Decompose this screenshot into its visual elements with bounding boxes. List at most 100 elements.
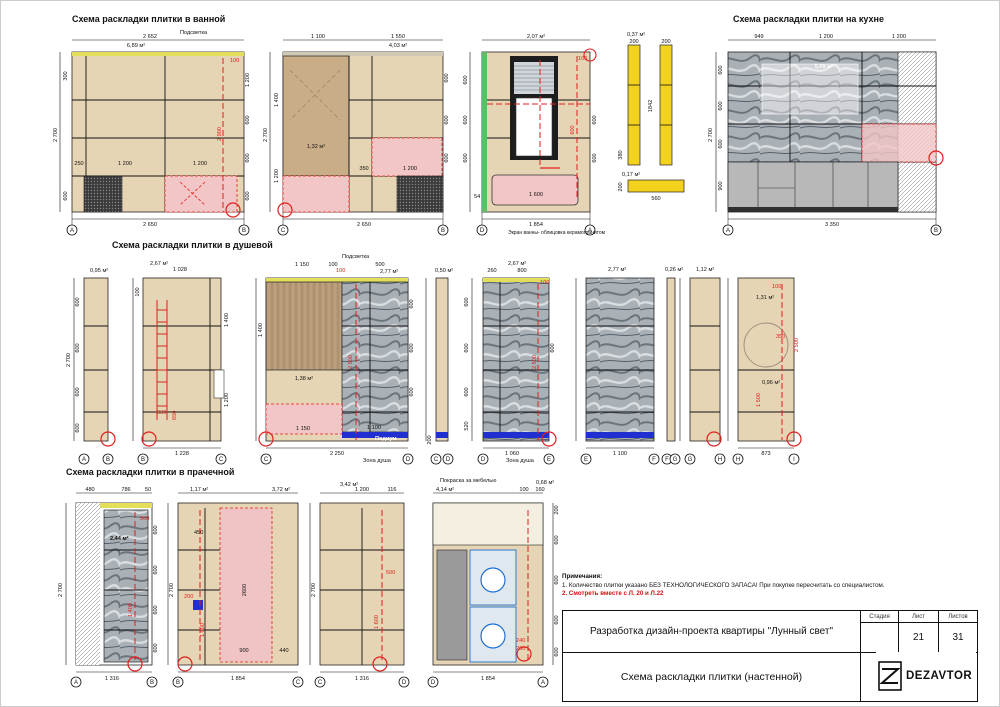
area-text: 6,89 м² xyxy=(127,43,145,49)
laundry-elevation-2 xyxy=(177,502,299,672)
laundry-elevation-3 xyxy=(319,502,405,672)
dim-text: 600 xyxy=(463,115,469,124)
axis-letter: D xyxy=(446,457,451,463)
dim-text: 100 xyxy=(135,287,141,296)
dim-text: 600 xyxy=(153,525,159,534)
dim-text: 100 xyxy=(230,58,239,64)
dim-text: 200 xyxy=(184,594,193,600)
area-text: 1,17 м² xyxy=(190,487,208,493)
dim-text: 600 xyxy=(554,647,560,656)
dim-text: 600 xyxy=(464,343,470,352)
dim-text: 2 700 xyxy=(58,583,64,597)
axis-letter: B xyxy=(441,228,445,234)
dim-text: 2 650 xyxy=(357,222,371,228)
axis-letter: C xyxy=(434,457,439,463)
shower-elevation-5 xyxy=(482,277,557,447)
dim-text: 480 xyxy=(85,487,94,493)
dim-text: 600 xyxy=(75,387,81,396)
dim-text: 1 200 xyxy=(274,169,280,183)
dim-text: 520 xyxy=(464,421,470,430)
dim-text: 200 xyxy=(554,505,560,514)
label-text: Покраска за мебелью xyxy=(440,478,496,484)
axis-letter: H xyxy=(718,457,722,463)
section-title-bathroom: Схема раскладки плитки в ванной xyxy=(72,14,226,24)
dim-text: 240 xyxy=(516,638,525,644)
dim-text: 600 xyxy=(463,75,469,84)
section-title-shower: Схема раскладки плитки в душевой xyxy=(112,240,273,250)
axis-letter: C xyxy=(296,680,301,686)
axis-letter: C xyxy=(219,457,224,463)
sheets-total: 31 xyxy=(939,623,977,653)
dim-text: 1 400 xyxy=(258,323,264,337)
axis-letter: A xyxy=(70,228,74,234)
dim-text: 600 xyxy=(63,191,69,200)
dim-text: 1 100 xyxy=(367,425,381,431)
dim-text: 600 xyxy=(464,387,470,396)
axis-letters: A B C B D A A B A B B C C D C D D E E F … xyxy=(70,228,938,686)
dim-text: 116 xyxy=(388,487,397,493)
area-text: 2,07 м² xyxy=(527,34,545,40)
note-2: 2. Смотреть вместе с Л. 20 и Л.22 xyxy=(562,590,664,597)
dim-text: 600 xyxy=(463,153,469,162)
dim-text: 2 250 xyxy=(330,451,344,457)
axis-markers xyxy=(66,224,942,688)
dim-text: 600 xyxy=(592,115,598,124)
shower-elevation-2 xyxy=(141,277,225,447)
dim-text: 1 316 xyxy=(355,676,369,682)
label-text: Экран ванны- облицовка керамогранитом xyxy=(508,230,606,236)
project-title-cell: Разработка дизайн-проекта квартиры "Лунн… xyxy=(563,611,861,653)
dim-text: 260 xyxy=(487,268,496,274)
label-text: Подиум xyxy=(375,436,397,442)
dim-text: 600 xyxy=(75,423,81,432)
shower-elevation-9 xyxy=(737,277,802,447)
dim-text: 100 xyxy=(540,280,549,286)
dim-text: 2 700 xyxy=(311,583,317,597)
dim-text: 560 xyxy=(651,196,660,202)
axis-letter: B xyxy=(934,228,938,234)
area-text: 1,32 м² xyxy=(307,144,325,150)
brand-logo: DEZAVTOR xyxy=(876,652,976,700)
dim-text: 1 854 xyxy=(481,676,495,682)
area-text: 1,12 м² xyxy=(696,267,714,273)
dim-text: 1 100 xyxy=(311,34,325,40)
dim-text: 1 200 xyxy=(118,161,132,167)
axis-letter: A xyxy=(82,457,86,463)
dim-text: 2 500 xyxy=(348,355,354,369)
dim-text: 1 200 xyxy=(819,34,833,40)
area-text: 0,37 м² xyxy=(627,32,645,38)
dim-text: 600 xyxy=(409,299,415,308)
dim-text: 50 xyxy=(145,487,151,493)
axis-letter: G xyxy=(688,457,693,463)
logo-text: DEZAVTOR xyxy=(906,670,973,682)
dim-text: 2 700 xyxy=(53,128,59,142)
shower-elevation-3 xyxy=(258,277,409,447)
dim-text: 600 xyxy=(444,153,450,162)
axis-letter: D xyxy=(431,680,436,686)
dim-text: 600 xyxy=(153,605,159,614)
dim-text: 1 200 xyxy=(892,34,906,40)
shower-elevation-8 xyxy=(689,277,722,447)
dim-text: 2 900 xyxy=(217,127,223,141)
area-text: 0,17 м² xyxy=(622,172,640,178)
area-text: 2,67 м² xyxy=(150,261,168,267)
dim-text: 2 500 xyxy=(794,338,800,352)
dim-text: 200 xyxy=(629,39,638,45)
dim-text: 1 854 xyxy=(231,676,245,682)
dim-text: 1 400 xyxy=(128,603,134,617)
label-text: Подсветка xyxy=(342,254,370,260)
dim-text: 350 xyxy=(359,166,368,172)
dim-text: 1 500 xyxy=(756,393,762,407)
dim-text: 900 xyxy=(718,181,724,190)
project-title: Разработка дизайн-проекта квартиры "Лунн… xyxy=(589,626,834,637)
axis-letter: E xyxy=(584,457,588,463)
axis-letter: C xyxy=(281,228,286,234)
dim-text: 500 xyxy=(140,516,149,522)
dim-text: 2 650 xyxy=(143,222,157,228)
area-text: 3,72 м² xyxy=(272,487,290,493)
notes-title: Примечания: xyxy=(562,573,603,580)
dim-text: 500 xyxy=(386,570,395,576)
shower-elevation-1 xyxy=(83,277,116,447)
dim-text: 2 700 xyxy=(263,128,269,142)
sheet-number: 21 xyxy=(899,623,939,653)
